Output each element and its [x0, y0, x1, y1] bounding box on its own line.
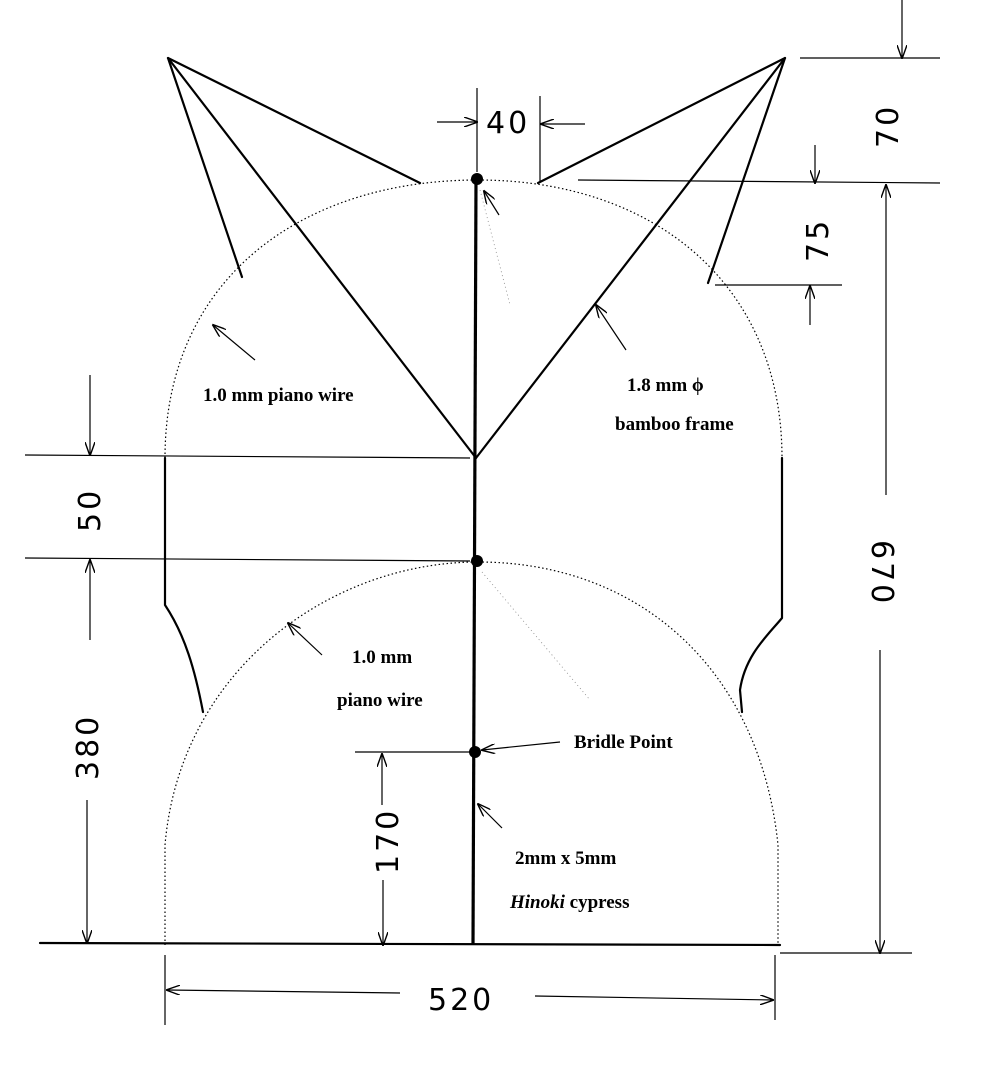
construction-line	[479, 189, 511, 306]
spar-label-italic: Hinoki	[509, 892, 566, 913]
bamboo-frame	[166, 56, 787, 460]
dimension-lines	[24, 0, 941, 1025]
dim-40-label: 40	[486, 106, 530, 141]
top-point	[471, 173, 483, 185]
construction-line	[481, 571, 591, 701]
lower-wire-label-line2: piano wire	[337, 690, 423, 711]
upper-head-arc	[164, 179, 783, 459]
dim-50-label: 50	[73, 488, 108, 532]
dim-520-arrow-left	[167, 990, 401, 993]
bottom-edge	[38, 941, 782, 947]
lower-wire-label-line1: 1.0 mm	[352, 647, 412, 668]
kite-outline	[38, 179, 784, 947]
upper-wire-label: 1.0 mm piano wire	[203, 385, 354, 406]
mid-point	[471, 555, 483, 567]
spar-label-line2: Hinoki cypress	[509, 892, 629, 913]
right-frame-diagonal	[474, 56, 787, 460]
spar-label-rest: cypress	[565, 892, 630, 913]
dim-520-arrow-right	[534, 996, 773, 1000]
spar-label-line1: 2mm x 5mm	[515, 848, 616, 869]
dim-70-label: 70	[871, 104, 906, 148]
frame-label-line1: 1.8 mm ϕ	[627, 375, 704, 396]
right-side-edge	[738, 456, 784, 714]
left-frame-diagonal	[166, 56, 478, 460]
frame-label-line2: bamboo frame	[615, 414, 734, 435]
dim-670-label: 670	[864, 540, 899, 606]
left-side-edge	[163, 456, 205, 714]
bridle-point-label: Bridle Point	[574, 732, 673, 753]
left-ear	[166, 56, 422, 279]
right-ear	[536, 56, 787, 285]
dim-520-label: 520	[428, 983, 494, 1018]
dim-380-label: 380	[71, 714, 106, 780]
bridle-point-dot	[469, 746, 481, 758]
dim-170-label: 170	[371, 808, 406, 874]
leader-arrows	[213, 191, 627, 829]
dim-75-label: 75	[801, 218, 836, 262]
